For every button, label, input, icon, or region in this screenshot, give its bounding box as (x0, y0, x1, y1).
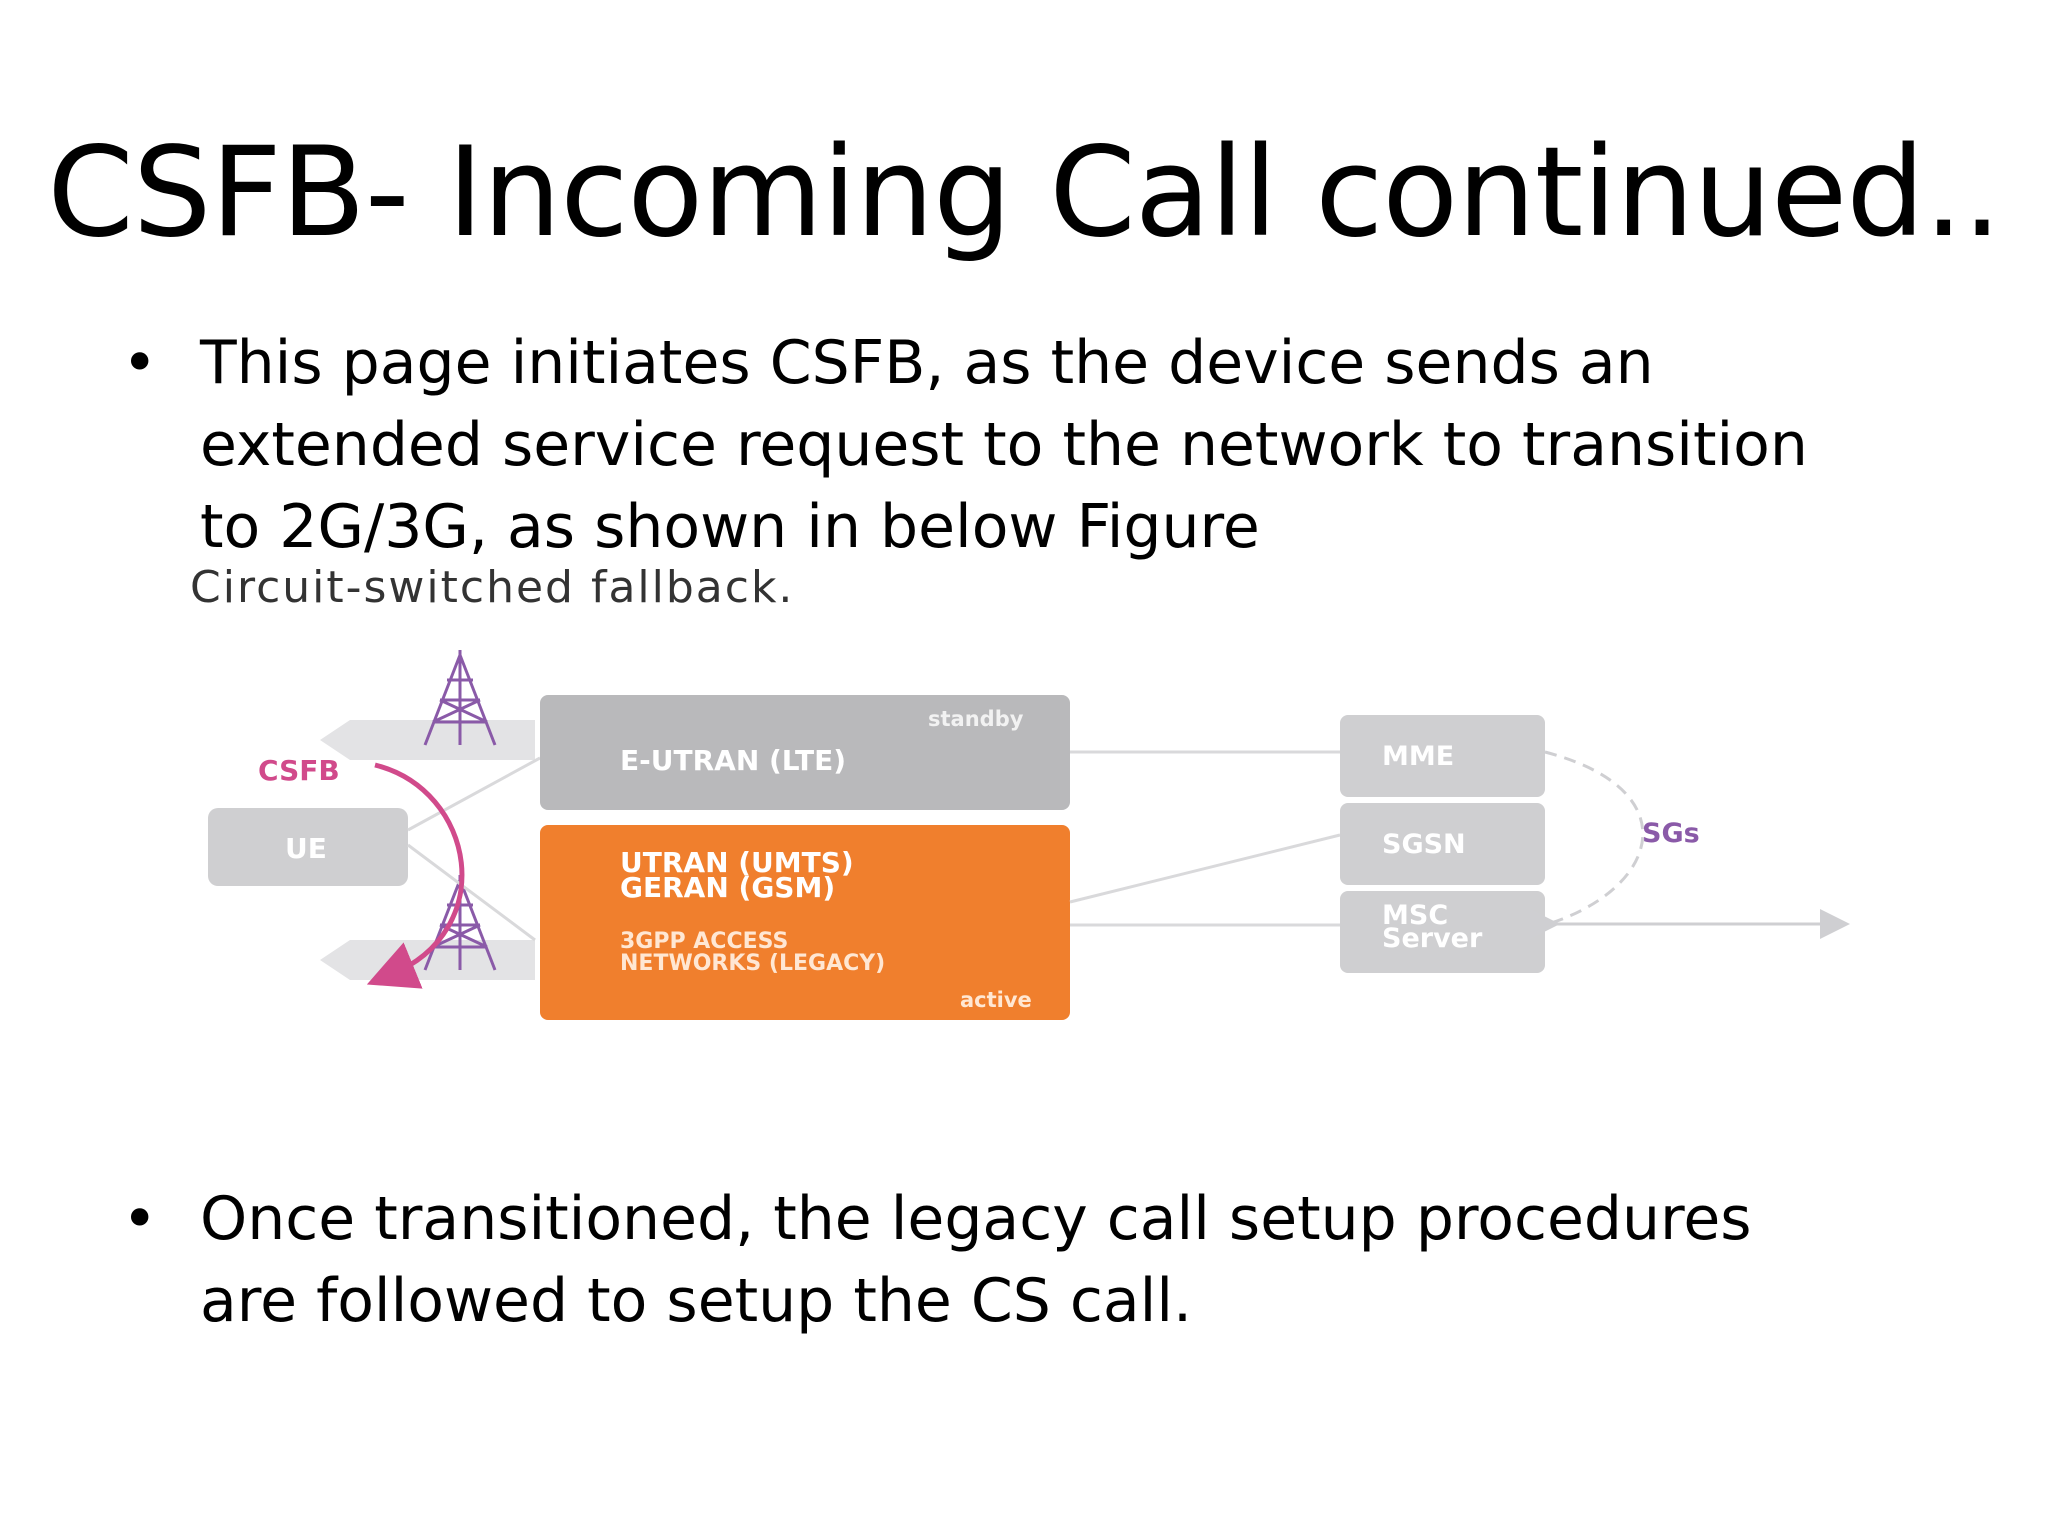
figure-caption: Circuit-switched fallback. (190, 562, 795, 613)
lte-tower-icon (423, 650, 497, 746)
mme-box (1340, 715, 1545, 797)
mme-label: MME (1382, 741, 1454, 772)
utran-label: UTRAN (UMTS) (620, 846, 854, 879)
eutran-box (540, 695, 1070, 810)
legacy-label-2: NETWORKS (LEGACY) (620, 951, 885, 976)
legacy-label-1: 3GPP ACCESS (620, 929, 788, 954)
active-label: active (960, 988, 1032, 1012)
msc-box (1340, 891, 1545, 973)
utran-geran-box (540, 825, 1070, 1020)
slide-title: CSFB- Incoming Call continued.. (47, 121, 2002, 265)
csfb-label: CSFB (258, 754, 340, 787)
standby-label: standby (928, 707, 1024, 731)
sgs-interface (1544, 750, 1645, 927)
eutran-label: E-UTRAN (LTE) (620, 744, 846, 777)
bullet-text: Once transitioned, the legacy call setup… (200, 1184, 1752, 1336)
csfb-diagram: UE CSFB standby E-UTRAN (LTE) UTRAN (UMT… (208, 650, 1850, 1020)
msc-label-2: Server (1382, 923, 1483, 954)
bullet-item: • This page initiates CSFB, as the devic… (122, 322, 1822, 568)
bullet-symbol: • (122, 1184, 158, 1254)
bullet-symbol: • (122, 328, 158, 398)
sgs-label: SGs (1642, 818, 1700, 849)
csfb-arrow (366, 762, 465, 989)
bullet-item: • Once transitioned, the legacy call set… (122, 1178, 1822, 1342)
ue-label: UE (285, 832, 327, 865)
msc-label-1: MSC (1382, 900, 1448, 931)
sgsn-label: SGSN (1382, 829, 1466, 860)
bullet-text: This page initiates CSFB, as the device … (200, 328, 1808, 562)
ue-box (208, 808, 408, 886)
geran-label: GERAN (GSM) (620, 871, 835, 904)
sgsn-box (1340, 803, 1545, 885)
